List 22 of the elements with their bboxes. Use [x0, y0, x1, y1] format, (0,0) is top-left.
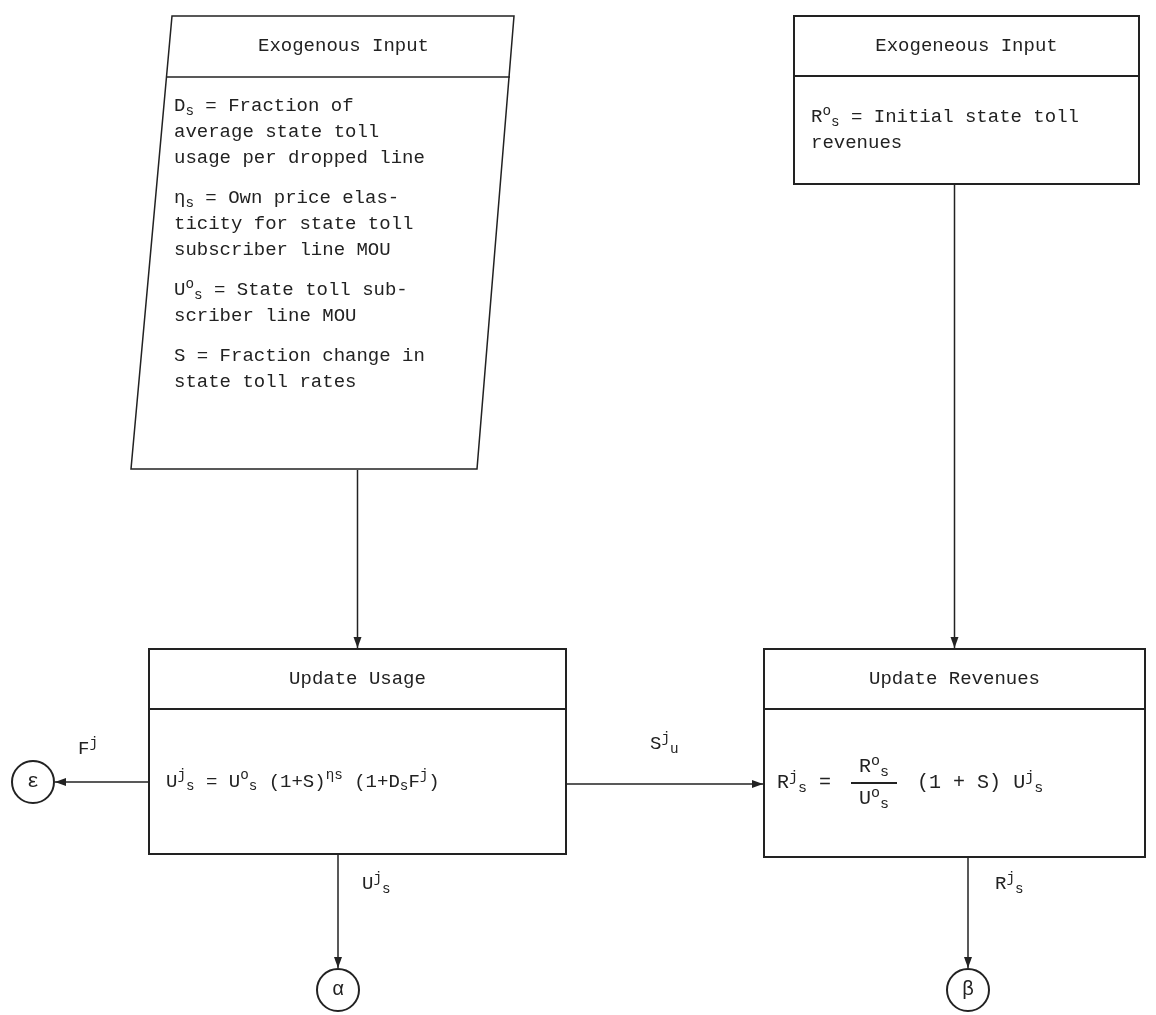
box-heading: Exogenous Input: [258, 33, 429, 59]
process-box: [763, 648, 1146, 858]
arrow: [353, 469, 362, 649]
box-heading: Update Usage: [289, 666, 426, 692]
definition-text: S = Fraction change in state toll rates: [174, 344, 426, 395]
formula: R$^{j}$$_{s}$ =: [777, 768, 832, 798]
arrow: [54, 778, 149, 786]
definition-text: U$^{o}$$_{s}$ = State toll sub- scriber line MOU: [174, 277, 409, 329]
arrow: [566, 780, 764, 788]
definition-text: η$_{s}$ = Own price elas- ticity for state toll subscriber line MOU: [174, 186, 415, 263]
arrow: [964, 857, 972, 969]
process-box: [148, 648, 567, 855]
process-box: [793, 15, 1140, 185]
arrow: [950, 184, 959, 649]
input-parallelogram: [130, 15, 515, 470]
definition-text: D$_{s}$ = Fraction of average state toll usage per dropped line: [174, 94, 426, 171]
box-heading: Update Revenues: [869, 666, 1040, 692]
definition-text: R$^{o}$$_{s}$ = Initial state toll revenues: [811, 104, 1080, 156]
edge-label: F$^{j}$: [78, 735, 98, 762]
formula: U$^{j}$$_{s}$ = U$^{o}$$_{s}$ (1+S)$^{ηs}$ (1+D$_{s}$F$^{j}$): [166, 768, 441, 795]
box-heading: Exogeneous Input: [875, 33, 1058, 59]
arrow: [334, 854, 342, 969]
